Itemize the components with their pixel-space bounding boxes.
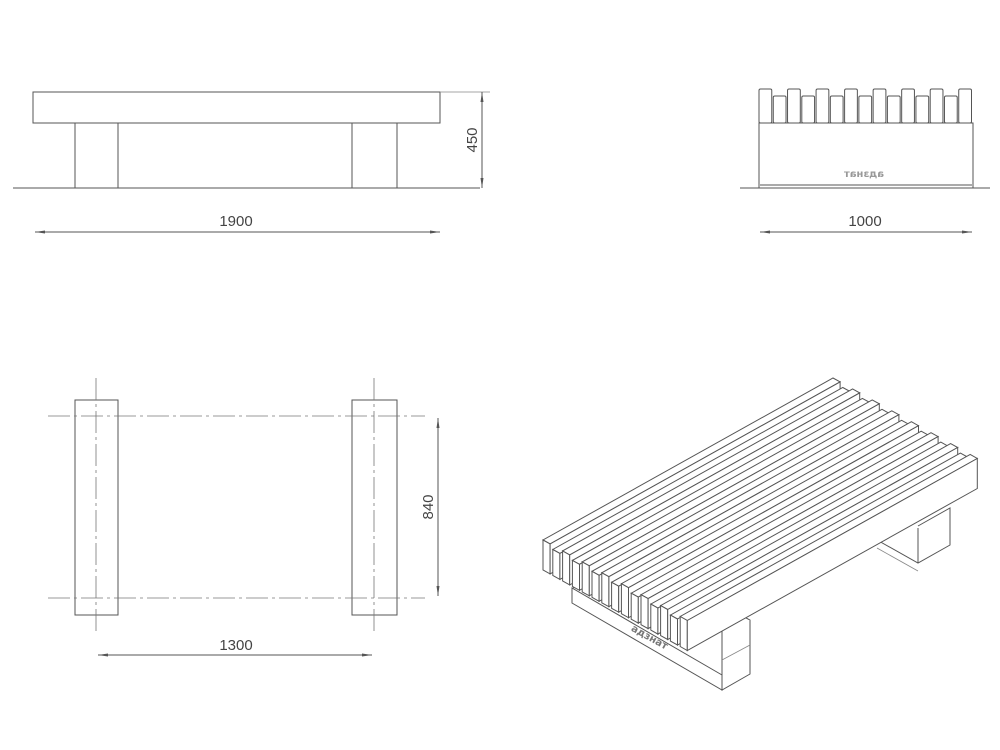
side-slat [958,88,973,124]
front-view: 450 1900 [13,91,490,234]
leg-left [74,122,119,189]
width-dimension: 1900 [219,213,252,230]
side-panel [758,122,974,189]
side-slat [943,95,958,124]
side-slat [915,95,930,124]
iso-slat [679,453,979,652]
leg-plan-left [74,399,119,616]
side-slat [829,95,844,124]
side-slats [758,88,973,124]
plan-view: 840 1300 [48,378,440,657]
side-slat [929,88,944,124]
side-slat [758,88,773,124]
side-slat [772,95,787,124]
width-dimension: 1000 [848,213,881,230]
side-slat [815,88,830,124]
leg-plan-right [351,399,398,616]
side-slat [801,95,816,124]
height-dimension: 450 [464,127,481,152]
side-slat [858,95,873,124]
side-slat [872,88,887,124]
isometric-view: адзнат [541,377,979,691]
leg-right [351,122,398,189]
seat-front [32,91,441,124]
iso-slats [541,377,979,652]
side-view: адзнат 1000 [740,88,990,234]
side-slat [844,88,858,124]
side-slat [787,88,801,124]
length-dimension: 1300 [219,637,252,654]
brand-text-mirrored: адзнат [844,169,884,180]
side-slat [901,88,915,124]
depth-dimension: 840 [420,494,437,519]
side-slat [886,95,901,124]
